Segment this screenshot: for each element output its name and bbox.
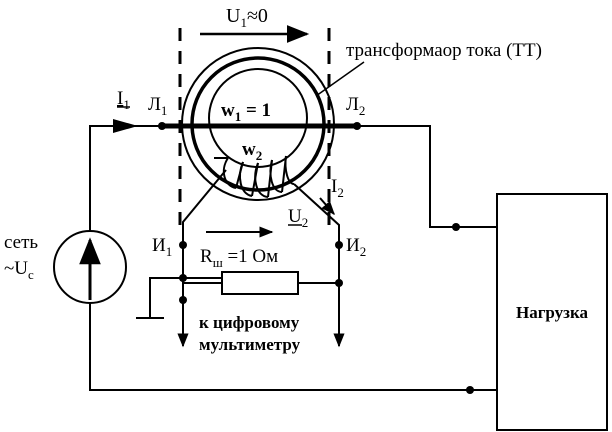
network-label-line1: сеть bbox=[4, 232, 38, 253]
w2-label: w2 bbox=[242, 139, 262, 163]
u2-label: U2 bbox=[288, 206, 308, 230]
shunt-resistor bbox=[221, 271, 299, 295]
i1-current-arrow bbox=[113, 119, 138, 133]
load-label: Нагрузка bbox=[516, 303, 589, 322]
node-l1 bbox=[158, 122, 166, 130]
node-l2 bbox=[353, 122, 361, 130]
and2-label: И2 bbox=[346, 235, 366, 259]
dashed-boundary bbox=[178, 28, 331, 225]
lead-right bbox=[293, 183, 340, 245]
node-load-bottom bbox=[466, 386, 474, 394]
wire-ground bbox=[149, 277, 183, 318]
i1-label: I1 bbox=[117, 88, 130, 112]
coil-link-2 bbox=[251, 162, 259, 197]
tt-leader-line bbox=[315, 61, 365, 97]
meter-label-line1: к цифровому bbox=[199, 313, 300, 332]
coil-turn-1 bbox=[222, 157, 237, 189]
w1-label: w1 = 1 bbox=[221, 100, 271, 124]
lead-left bbox=[182, 169, 227, 245]
left-wire-bottom bbox=[89, 302, 497, 391]
right-wire-load bbox=[357, 125, 497, 228]
tt-caption: трансформаор тока (ТТ) bbox=[346, 40, 542, 61]
coil-leads bbox=[182, 169, 340, 245]
load-box bbox=[496, 193, 608, 431]
coil-link-1 bbox=[235, 161, 244, 189]
rsh-label: Rш =1 Ом bbox=[200, 246, 278, 270]
network-source bbox=[53, 230, 127, 304]
network-label-line2: ~Uс bbox=[4, 258, 34, 282]
coil-link-3 bbox=[267, 159, 273, 198]
secondary-winding bbox=[214, 155, 295, 198]
u1-label: U1≈0 bbox=[226, 5, 268, 30]
toroid-outer bbox=[181, 47, 335, 201]
and1-label: И1 bbox=[152, 235, 172, 259]
l1-label: Л1 bbox=[148, 94, 167, 118]
l2-label: Л2 bbox=[346, 94, 365, 118]
meter-label-line2: мультиметру bbox=[199, 335, 301, 354]
coil-link-4 bbox=[281, 155, 287, 193]
i2-label: I2 bbox=[331, 176, 344, 200]
left-wire-top bbox=[89, 125, 162, 232]
i2-arrow bbox=[319, 197, 335, 216]
node-load-top bbox=[452, 223, 460, 231]
